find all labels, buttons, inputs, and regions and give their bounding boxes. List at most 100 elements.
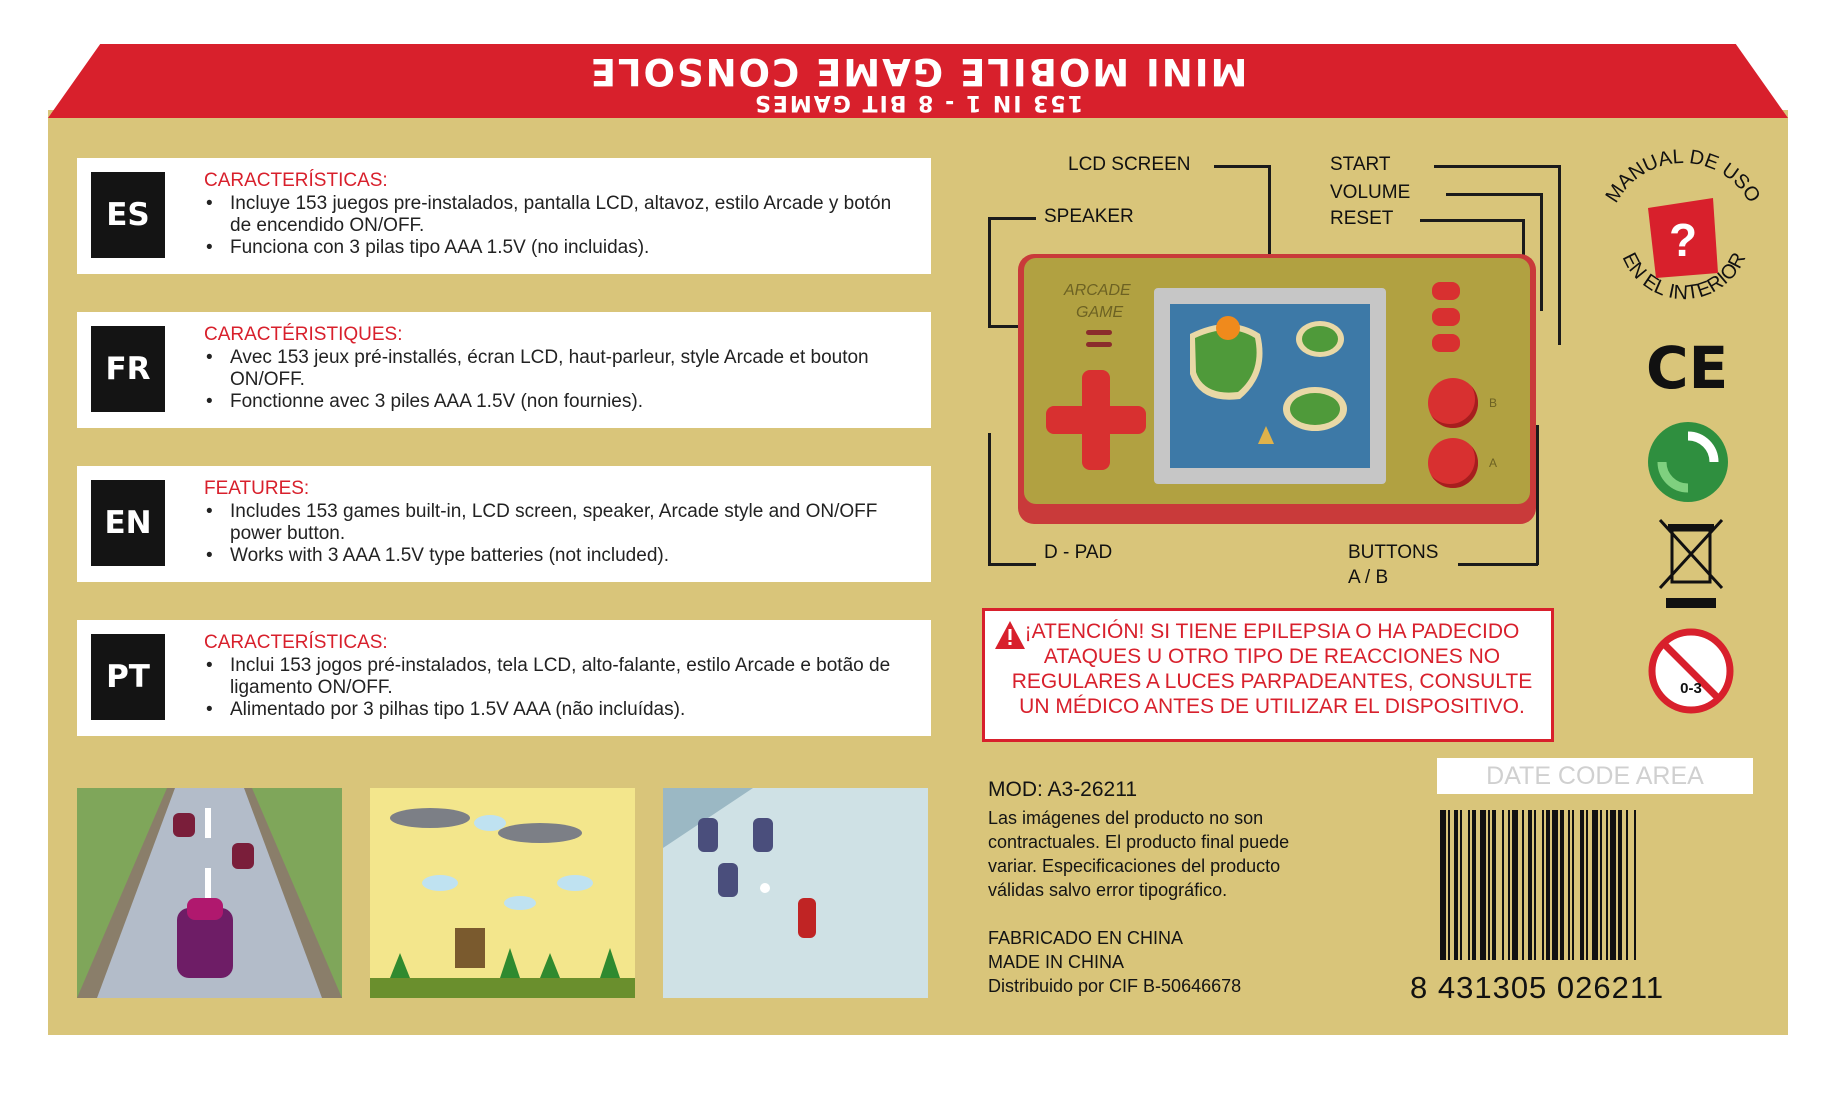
barcode-bar bbox=[1568, 810, 1570, 960]
a-button[interactable] bbox=[1428, 438, 1478, 488]
dpad-horizontal[interactable] bbox=[1046, 406, 1146, 434]
barcode-bar bbox=[1552, 810, 1558, 960]
label-buttons-ab: A / B bbox=[1348, 567, 1389, 588]
epilepsy-warning: ¡ATENCIÓN! SI TIENE EPILEPSIA O HA PADEC… bbox=[982, 608, 1554, 742]
screenshot-racing-game bbox=[77, 788, 342, 998]
barcode-bar bbox=[1626, 810, 1628, 960]
barcode-bar bbox=[1600, 810, 1602, 960]
barcode-bar bbox=[1492, 810, 1496, 960]
shooter-game-image bbox=[370, 788, 635, 998]
green-dot-recycle-icon bbox=[1648, 422, 1728, 502]
feature-list-es: Incluye 153 juegos pre-instalados, panta… bbox=[204, 193, 914, 259]
manual-badge: MANUAL DE USO EN EL INTERIOR ? bbox=[1578, 128, 1788, 338]
screenshot-shooter-game bbox=[370, 788, 635, 998]
age-label: 0-3 bbox=[1680, 680, 1702, 697]
leader-buttons-h bbox=[1458, 563, 1538, 566]
distributor: Distribuido por CIF B-50646678 bbox=[988, 976, 1242, 996]
label-b: B bbox=[1489, 396, 1498, 410]
age-warning-svg: 0-3 bbox=[1648, 628, 1734, 714]
leader-start-h bbox=[1434, 165, 1560, 168]
barcode-bar bbox=[1460, 810, 1462, 960]
label-dpad: D - PAD bbox=[1044, 542, 1113, 563]
feature-item: Incluye 153 juegos pre-instalados, panta… bbox=[204, 193, 914, 237]
console-illustration: ARCADE GAME bbox=[1018, 254, 1536, 524]
barcode-bar bbox=[1468, 810, 1470, 960]
feature-list-en: Includes 153 games built-in, LCD screen,… bbox=[204, 501, 914, 567]
feature-item: Alimentado por 3 pilhas tipo 1.5V AAA (n… bbox=[204, 699, 914, 721]
barcode-bar bbox=[1528, 810, 1532, 960]
leader-reset-v bbox=[1522, 219, 1525, 281]
barcode-bar bbox=[1534, 810, 1536, 960]
feature-title-fr: CARACTÉRISTIQUES: bbox=[204, 324, 403, 345]
weee-bin-icon bbox=[1656, 516, 1726, 612]
speaker-grille bbox=[1086, 330, 1112, 335]
screenshot-snow-game bbox=[663, 788, 928, 998]
barcode-bar bbox=[1618, 810, 1622, 960]
speaker-grille bbox=[1086, 342, 1112, 347]
start-button[interactable] bbox=[1432, 282, 1460, 300]
volume-button[interactable] bbox=[1432, 308, 1460, 326]
console-logo-game: GAME bbox=[1076, 304, 1124, 321]
barcode-bar bbox=[1572, 810, 1574, 960]
feature-list-fr: Avec 153 jeux pré-installés, écran LCD, … bbox=[204, 347, 914, 413]
barcode-bar bbox=[1488, 810, 1490, 960]
reset-button[interactable] bbox=[1432, 334, 1460, 352]
date-code-area: DATE CODE AREA bbox=[1437, 758, 1753, 794]
barcode bbox=[1438, 810, 1753, 990]
flap-title: MINI MOBILE GAME CONSOLE bbox=[588, 50, 1248, 93]
svg-text:MANUAL DE USO: MANUAL DE USO bbox=[1602, 146, 1765, 207]
lang-badge-pt: PT bbox=[91, 634, 165, 720]
manual-question-icon: ? bbox=[1669, 214, 1697, 266]
lcd-game-image bbox=[1170, 304, 1370, 468]
leader-speaker-h bbox=[988, 217, 1036, 220]
barcode-bar bbox=[1448, 810, 1450, 960]
feature-title-es: CARACTERÍSTICAS: bbox=[204, 170, 388, 191]
label-volume: VOLUME bbox=[1330, 182, 1411, 203]
barcode-bar bbox=[1546, 810, 1550, 960]
racing-game-image bbox=[77, 788, 342, 998]
barcode-bars bbox=[1440, 810, 1636, 960]
feature-card-en: EN FEATURES: Includes 153 games built-in… bbox=[77, 466, 931, 582]
lcd-screen bbox=[1170, 304, 1370, 468]
barcode-bar bbox=[1634, 810, 1636, 960]
barcode-bar bbox=[1592, 810, 1598, 960]
barcode-bar bbox=[1512, 810, 1518, 960]
made-in-en: MADE IN CHINA bbox=[988, 952, 1125, 972]
lang-badge-es: ES bbox=[91, 172, 165, 258]
warning-triangle-icon bbox=[995, 621, 1025, 649]
barcode-bar bbox=[1610, 810, 1616, 960]
barcode-bar bbox=[1606, 810, 1608, 960]
feature-card-es: ES CARACTERÍSTICAS: Incluye 153 juegos p… bbox=[77, 158, 931, 274]
leader-start-v bbox=[1558, 165, 1561, 345]
dpad[interactable] bbox=[1046, 370, 1146, 470]
leader-speaker-v bbox=[988, 217, 991, 327]
barcode-bar bbox=[1522, 810, 1524, 960]
top-flap: MINI MOBILE GAME CONSOLE 153 IN 1 - 8 BI… bbox=[48, 44, 1788, 118]
leader-lcd-h bbox=[1214, 165, 1270, 168]
barcode-bar bbox=[1580, 810, 1584, 960]
leader-dpad-h bbox=[988, 563, 1036, 566]
feature-item: Funciona con 3 pilas tipo AAA 1.5V (no i… bbox=[204, 237, 914, 259]
product-disclaimer: Las imágenes del producto no son contrac… bbox=[988, 808, 1290, 900]
feature-list-pt: Inclui 153 jogos pré-instalados, tela LC… bbox=[204, 655, 914, 721]
lang-badge-en: EN bbox=[91, 480, 165, 566]
feature-item: Fonctionne avec 3 piles AAA 1.5V (non fo… bbox=[204, 391, 914, 413]
barcode-bar bbox=[1508, 810, 1510, 960]
warning-text: ¡ATENCIÓN! SI TIENE EPILEPSIA O HA PADEC… bbox=[1011, 620, 1533, 718]
leader-volume-h bbox=[1446, 193, 1542, 196]
feature-card-pt: PT CARACTERÍSTICAS: Inclui 153 jogos pré… bbox=[77, 620, 931, 736]
leader-reset-h bbox=[1420, 219, 1524, 222]
feature-card-fr: FR CARACTÉRISTIQUES: Avec 153 jeux pré-i… bbox=[77, 312, 931, 428]
leader-dpad-v bbox=[988, 433, 991, 565]
feature-item: Works with 3 AAA 1.5V type batteries (no… bbox=[204, 545, 914, 567]
b-button[interactable] bbox=[1428, 378, 1478, 428]
feature-title-en: FEATURES: bbox=[204, 478, 310, 499]
label-start: START bbox=[1330, 154, 1391, 175]
label-reset: RESET bbox=[1330, 208, 1394, 229]
barcode-number: 8 431305 026211 bbox=[1410, 970, 1665, 1005]
feature-item: Includes 153 games built-in, LCD screen,… bbox=[204, 501, 914, 545]
lcd-bezel bbox=[1154, 288, 1386, 484]
age-warning-icon: 0-3 bbox=[1648, 628, 1734, 714]
feature-title-pt: CARACTERÍSTICAS: bbox=[204, 632, 388, 653]
manual-text-top: MANUAL DE USO bbox=[1602, 146, 1765, 207]
